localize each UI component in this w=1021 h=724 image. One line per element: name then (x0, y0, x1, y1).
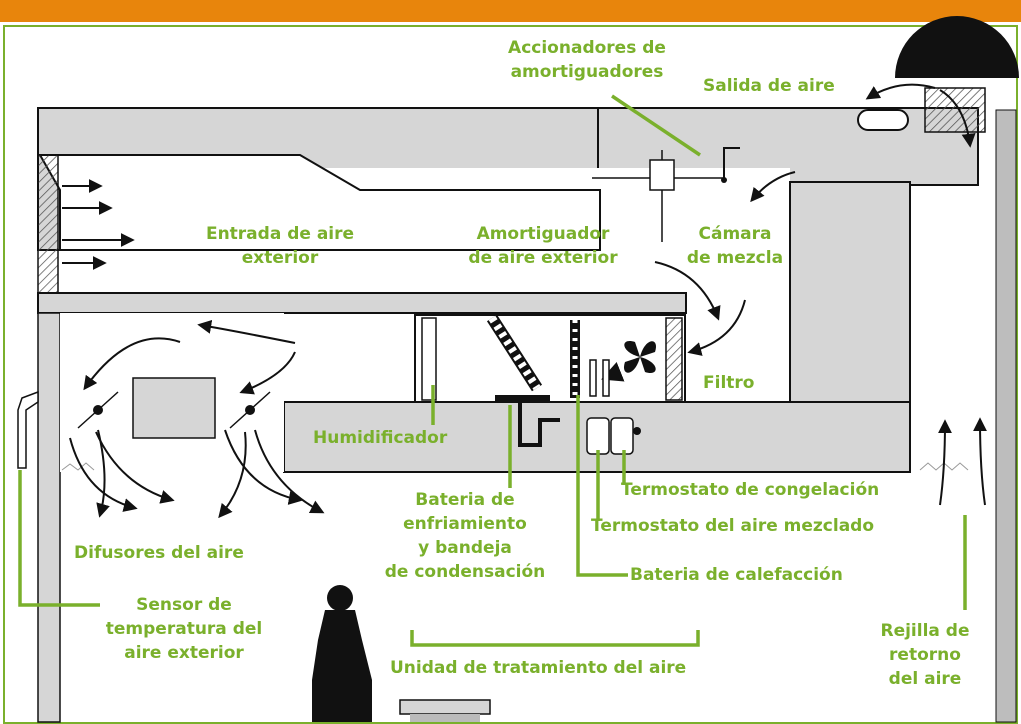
label-sensor-line3: aire exterior (124, 643, 244, 663)
label-accionadores-line1: Accionadores de (508, 38, 666, 58)
left-wall (37, 312, 61, 723)
label-bateria-enfriamiento-line4: de condensación (384, 562, 546, 582)
label-rejilla-line3: del aire (888, 669, 962, 689)
actuator-link (723, 147, 740, 180)
label-termostato-aire-mezclado: Termostato del aire mezclado (591, 516, 875, 536)
label-filtro: Filtro (703, 373, 755, 393)
ceiling-light (132, 377, 216, 439)
label-termostato-de-congelacion: Termostato de congelación (621, 480, 880, 500)
thermostat-box-right (610, 417, 634, 455)
label-accionadores-line2: amortiguadores (510, 62, 664, 82)
floor-grass-left (61, 462, 95, 471)
label-rejilla-line1: Rejilla de (880, 621, 970, 641)
label-camara-line2: de mezcla (686, 248, 784, 268)
frame (3, 25, 1018, 724)
label-bateria-enfriamiento-line3: y bandeja (418, 538, 512, 558)
thermostat-box-left (586, 417, 610, 455)
intake-grille (37, 154, 59, 294)
label-rejilla-line2: retorno (889, 645, 961, 665)
humidifier-bars (421, 317, 437, 401)
right-shaft (789, 181, 911, 405)
label-unidad-de-tratamiento: Unidad de tratamiento del aire (390, 658, 687, 678)
label-sensor-line2: temperatura del (105, 619, 263, 639)
label-humidificador: Humidificador (313, 428, 448, 448)
condensate-tray (495, 395, 550, 403)
label-entrada-de-aire-exterior: Entrada de aire exterior (170, 222, 390, 270)
label-amortiguador-line1: Amortiguador (476, 224, 610, 244)
label-camara-de-mezcla: Cámara de mezcla (672, 222, 798, 270)
intake-taper (38, 154, 601, 251)
condensate-drain (518, 403, 560, 447)
label-entrada-line2: exterior (241, 248, 319, 268)
exhaust-grille (924, 87, 986, 133)
sensor-probe-b (602, 359, 610, 397)
label-camara-line1: Cámara (698, 224, 772, 244)
label-rejilla-de-retorno: Rejilla de retorno del aire (850, 619, 1000, 691)
mid-slab (37, 292, 687, 314)
label-amortiguador-aire-exterior: Amortiguador de aire exterior (438, 222, 648, 270)
air-handling-unit (414, 314, 686, 403)
label-bateria-de-calefaccion: Bateria de calefacción (630, 565, 843, 585)
label-entrada-line1: Entrada de aire (205, 224, 355, 244)
sensor-probe-a (589, 359, 597, 397)
label-bateria-enfriamiento-line1: Bateria de (415, 490, 515, 510)
actuator-pivot (721, 177, 727, 183)
fan-icon (623, 340, 657, 374)
desk (399, 699, 491, 715)
label-sensor-temperatura: Sensor de temperatura del aire exterior (84, 593, 284, 665)
label-salida-de-aire: Salida de aire (703, 76, 835, 96)
cooling-coil (486, 314, 543, 392)
label-sensor-line1: Sensor de (136, 595, 232, 615)
filter-panel (665, 317, 683, 401)
airflow-arrows (62, 83, 988, 519)
right-wall (995, 109, 1017, 723)
label-bateria-de-enfriamiento: Bateria de enfriamiento y bandeja de con… (360, 488, 570, 584)
exhaust-damper (857, 109, 909, 131)
label-bateria-enfriamiento-line2: enfriamiento (403, 514, 527, 534)
label-difusores-del-aire: Difusores del aire (74, 543, 244, 563)
damper-actuator (649, 159, 675, 191)
person-silhouette (312, 585, 372, 722)
top-bar (0, 0, 1021, 22)
leader-lines (18, 94, 967, 647)
label-amortiguador-line2: de aire exterior (468, 248, 618, 268)
roof-hood (895, 16, 1019, 78)
outdoor-temp-sensor (17, 390, 39, 469)
label-accionadores-amortiguadores: Accionadores de amortiguadores (462, 36, 712, 84)
thermostat-knob (633, 427, 641, 435)
